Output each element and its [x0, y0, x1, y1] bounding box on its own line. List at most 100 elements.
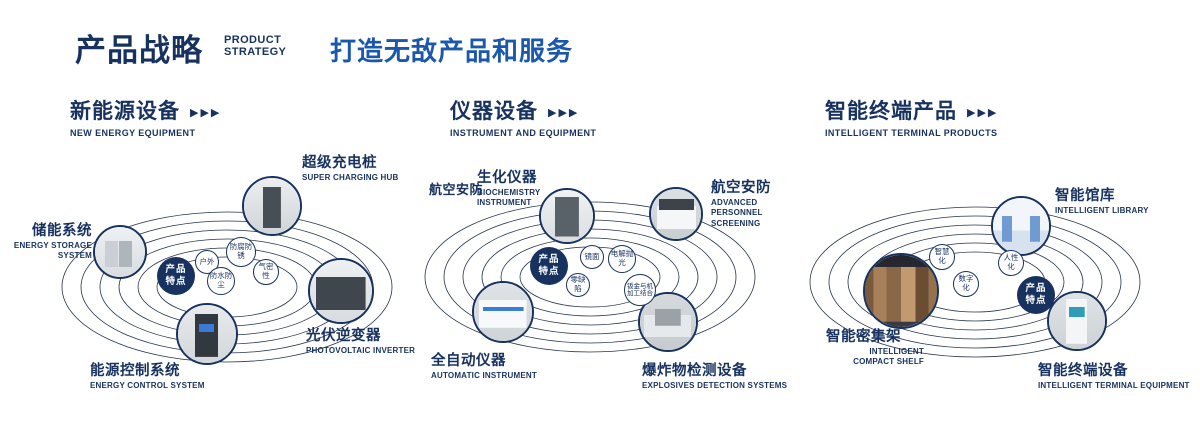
label-super-charging-hub: 超级充电桩 SUPER CHARGING HUB	[302, 151, 399, 183]
compact-shelf-image	[865, 255, 937, 327]
page-subtitle: PRODUCT STRATEGY	[224, 34, 286, 58]
photovoltaic-inverter-circle	[308, 258, 374, 324]
label-intelligent-library: 智能馆库 INTELLIGENT LIBRARY	[1055, 184, 1149, 216]
energy-control-image	[178, 305, 236, 363]
label-cn: 生化仪器	[477, 170, 537, 186]
label-en: ENERGY CONTROL SYSTEM	[90, 381, 205, 390]
bubble-text: 钣金与机加工结合	[627, 282, 653, 297]
label-cn: 智能终端设备	[1038, 363, 1128, 379]
biochemistry-instrument-circle	[539, 188, 595, 244]
label-en: EXPLOSIVES DETECTION SYSTEMS	[642, 381, 788, 390]
bubble-text: 智慧化	[934, 247, 950, 265]
explosives-detection-circle	[638, 292, 698, 352]
section-title-en: NEW ENERGY EQUIPMENT	[70, 128, 196, 138]
feature-bubble-airtight: 气密性	[253, 259, 279, 285]
label-en: INTELLIGENT TERMINAL EQUIPMENT	[1038, 381, 1190, 390]
section-heading-new-energy: 新能源设备 ▶▶▶ NEW ENERGY EQUIPMENT	[70, 95, 221, 138]
automatic-instrument-image	[474, 283, 532, 341]
energy-storage-circle	[93, 225, 147, 279]
label-energy-storage: 储能系统 ENERGY STORAGE SYSTEM	[6, 219, 92, 262]
label-en: SUPER CHARGING HUB	[302, 173, 399, 182]
feature-bubble-anticorrosion: 防腐防锈	[226, 237, 256, 267]
bubble-text: 户外	[199, 256, 215, 266]
label-en: AUTOMATIC INSTRUMENT	[431, 371, 537, 380]
subtitle-line1: PRODUCT	[224, 34, 282, 46]
label-aviation-security: 航空安防	[429, 179, 483, 198]
energy-storage-image	[95, 227, 145, 277]
section-title-en: INTELLIGENT TERMINAL PRODUCTS	[825, 128, 998, 138]
explosives-detection-image	[640, 294, 696, 350]
label-cn: 爆炸物检测设备	[642, 363, 747, 379]
feature-bubble-digital: 数字化	[953, 271, 979, 297]
section-title-en: INSTRUMENT AND EQUIPMENT	[450, 128, 597, 138]
features-line1: 产品	[1025, 283, 1047, 295]
feature-bubble-sheetmetal: 钣金与机加工结合	[624, 274, 656, 306]
energy-control-circle	[176, 303, 238, 365]
label-cn: 超级充电桩	[302, 155, 377, 171]
feature-bubble-waterproof: 防水防尘	[207, 267, 235, 295]
bubble-text: 气密性	[258, 262, 274, 280]
tagline: 打造无敌产品和服务	[330, 36, 574, 66]
label-terminal-equipment: 智能终端设备 INTELLIGENT TERMINAL EQUIPMENT	[1038, 359, 1190, 391]
bubble-text: 镜面	[584, 251, 600, 261]
feature-bubble-mirror: 镜面	[580, 245, 604, 269]
product-features-badge: 产品 特点	[530, 247, 568, 285]
personnel-screening-image	[651, 189, 701, 239]
photovoltaic-inverter-image	[310, 260, 372, 322]
label-en: PHOTOVOLTAIC INVERTER	[306, 346, 416, 355]
label-biochemistry: 生化仪器 BIOCHEMISTRY INSTRUMENT	[477, 166, 561, 209]
label-cn: 光伏逆变器	[306, 328, 381, 344]
section-title: 仪器设备	[450, 100, 538, 123]
automatic-instrument-circle	[472, 281, 534, 343]
super-charging-hub-image	[244, 178, 300, 234]
label-cn: 航空安防	[711, 180, 771, 196]
label-en: BIOCHEMISTRY INSTRUMENT	[477, 188, 541, 208]
feature-bubble-humanized: 人性化	[998, 250, 1024, 276]
features-line2: 特点	[538, 266, 560, 277]
label-automatic-instrument: 全自动仪器 AUTOMATIC INSTRUMENT	[431, 349, 537, 381]
personnel-screening-circle	[649, 187, 703, 241]
label-compact-shelf: 智能密集架 INTELLIGENT COMPACT SHELF	[826, 325, 924, 368]
label-cn: 智能密集架	[826, 329, 901, 345]
label-cn: 能源控制系统	[90, 363, 180, 379]
intelligent-library-image	[993, 198, 1049, 254]
label-en: ENERGY STORAGE SYSTEM	[13, 241, 92, 261]
triple-arrow-icon: ▶▶▶	[190, 106, 222, 119]
bubble-text: 防腐防锈	[229, 242, 253, 260]
label-en: INTELLIGENT COMPACT SHELF	[853, 347, 924, 367]
terminal-equipment-image	[1049, 293, 1105, 349]
subtitle-line2: STRATEGY	[224, 46, 287, 59]
feature-bubble-smart: 智慧化	[929, 244, 955, 270]
label-explosives-detection: 爆炸物检测设备 EXPLOSIVES DETECTION SYSTEMS	[642, 359, 787, 391]
label-personnel-screening: 航空安防 ADVANCED PERSONNEL SCREENING	[711, 176, 807, 229]
feature-bubble-zero-defect: 零缺陷	[566, 273, 590, 297]
section-title: 智能终端产品	[825, 100, 957, 123]
bubble-text: 数字化	[958, 274, 974, 292]
bubble-text: 电解抛光	[610, 249, 634, 267]
orbit-rings	[809, 206, 1141, 358]
section-title: 新能源设备	[70, 100, 180, 123]
intelligent-library-circle	[991, 196, 1051, 256]
bubble-text: 零缺陷	[570, 275, 586, 293]
label-cn: 航空安防	[429, 182, 484, 197]
label-en: INTELLIGENT LIBRARY	[1055, 206, 1149, 215]
features-line2: 特点	[1025, 295, 1047, 306]
label-photovoltaic-inverter: 光伏逆变器 PHOTOVOLTAIC INVERTER	[306, 324, 415, 356]
features-line1: 产品	[165, 264, 187, 276]
label-cn: 储能系统	[32, 223, 92, 239]
label-en: ADVANCED PERSONNEL SCREENING	[711, 198, 763, 228]
features-line2: 特点	[165, 276, 187, 287]
features-line1: 产品	[538, 254, 560, 266]
product-features-badge: 产品 特点	[157, 257, 195, 295]
label-cn: 智能馆库	[1055, 188, 1115, 204]
page-title: 产品战略	[75, 33, 203, 68]
super-charging-hub-circle	[242, 176, 302, 236]
triple-arrow-icon: ▶▶▶	[967, 106, 999, 119]
label-energy-control: 能源控制系统 ENERGY CONTROL SYSTEM	[90, 359, 205, 391]
section-heading-instruments: 仪器设备 ▶▶▶ INSTRUMENT AND EQUIPMENT	[450, 95, 596, 138]
section-heading-terminals: 智能终端产品 ▶▶▶ INTELLIGENT TERMINAL PRODUCTS	[825, 95, 998, 138]
biochemistry-instrument-image	[541, 190, 593, 242]
terminal-equipment-circle	[1047, 291, 1107, 351]
product-features-badge: 产品 特点	[1017, 276, 1055, 314]
